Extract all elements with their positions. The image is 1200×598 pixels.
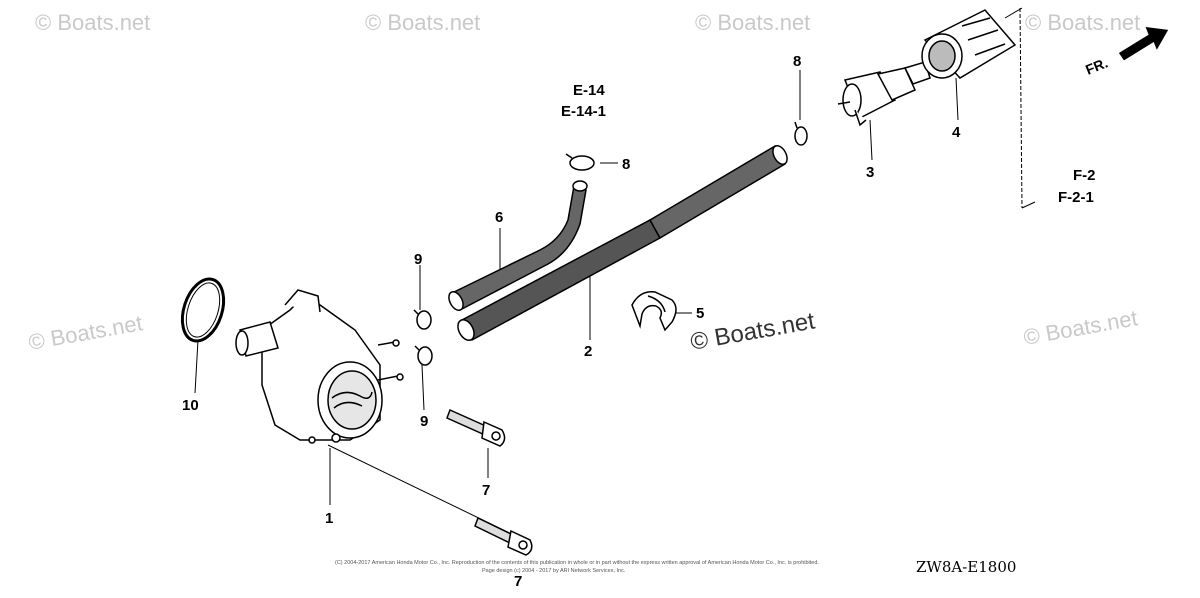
reference-labels: E-14 E-14-1 F-2 F-2-1	[561, 82, 1096, 206]
callout-9-lower: 9	[420, 413, 428, 430]
watermark-top-center-left: © Boats.net	[365, 10, 480, 35]
reference-e14: E-14	[573, 82, 605, 99]
reference-f2: F-2	[1073, 167, 1096, 184]
bolt-part-7-upper	[446, 408, 506, 447]
callout-1: 1	[325, 510, 333, 527]
callout-3: 3	[866, 164, 874, 181]
callout-7-lower: 7	[514, 573, 522, 590]
callout-5: 5	[696, 305, 704, 322]
watermark-mid-right: © Boats.net	[1022, 305, 1140, 350]
front-direction-indicator: FR.	[1083, 27, 1169, 78]
callout-4: 4	[952, 124, 961, 141]
watermark-mid-left: © Boats.net	[27, 310, 145, 355]
callout-2: 2	[584, 343, 592, 360]
front-direction-label: FR.	[1083, 54, 1110, 77]
callout-6: 6	[495, 209, 503, 226]
pump-housing-part-1	[235, 289, 404, 444]
diagram-code: ZW8A-E1800	[916, 558, 1016, 576]
part-callouts: 1 2 3 4 5 6 7 7 8 8 9 9 10	[182, 53, 961, 590]
hose-holder-part-5	[631, 291, 677, 332]
callout-8-left: 8	[622, 156, 630, 173]
copyright-line-1: (C) 2004-2017 American Honda Motor Co., …	[335, 560, 819, 566]
watermark-center: © Boats.net	[688, 307, 817, 355]
hose-clip-part-9b	[414, 345, 433, 366]
hose-clip-part-8a	[565, 153, 595, 171]
callout-7-upper: 7	[482, 482, 490, 499]
hose-clip-part-8b	[794, 121, 808, 146]
bolt-part-7-lower	[474, 516, 533, 556]
callout-9-upper: 9	[414, 251, 422, 268]
copyright-line-2: Page design (c) 2004 - 2017 by ARI Netwo…	[482, 568, 626, 574]
fuel-hose-part-6	[448, 180, 588, 312]
watermark-top-right: © Boats.net	[1025, 10, 1140, 35]
connector-part-3	[837, 61, 931, 127]
hose-clip-part-9a	[413, 309, 432, 330]
callout-8-right: 8	[793, 53, 801, 70]
reference-e14-1: E-14-1	[561, 103, 606, 120]
reference-f2-1: F-2-1	[1058, 189, 1094, 206]
joint-part-4	[921, 9, 1017, 79]
fuel-hose-part-2	[457, 144, 788, 342]
callout-10: 10	[182, 397, 199, 414]
watermark-top-center-right: © Boats.net	[695, 10, 810, 35]
o-ring-part-10	[180, 277, 226, 343]
watermark-top-left: © Boats.net	[35, 10, 150, 35]
